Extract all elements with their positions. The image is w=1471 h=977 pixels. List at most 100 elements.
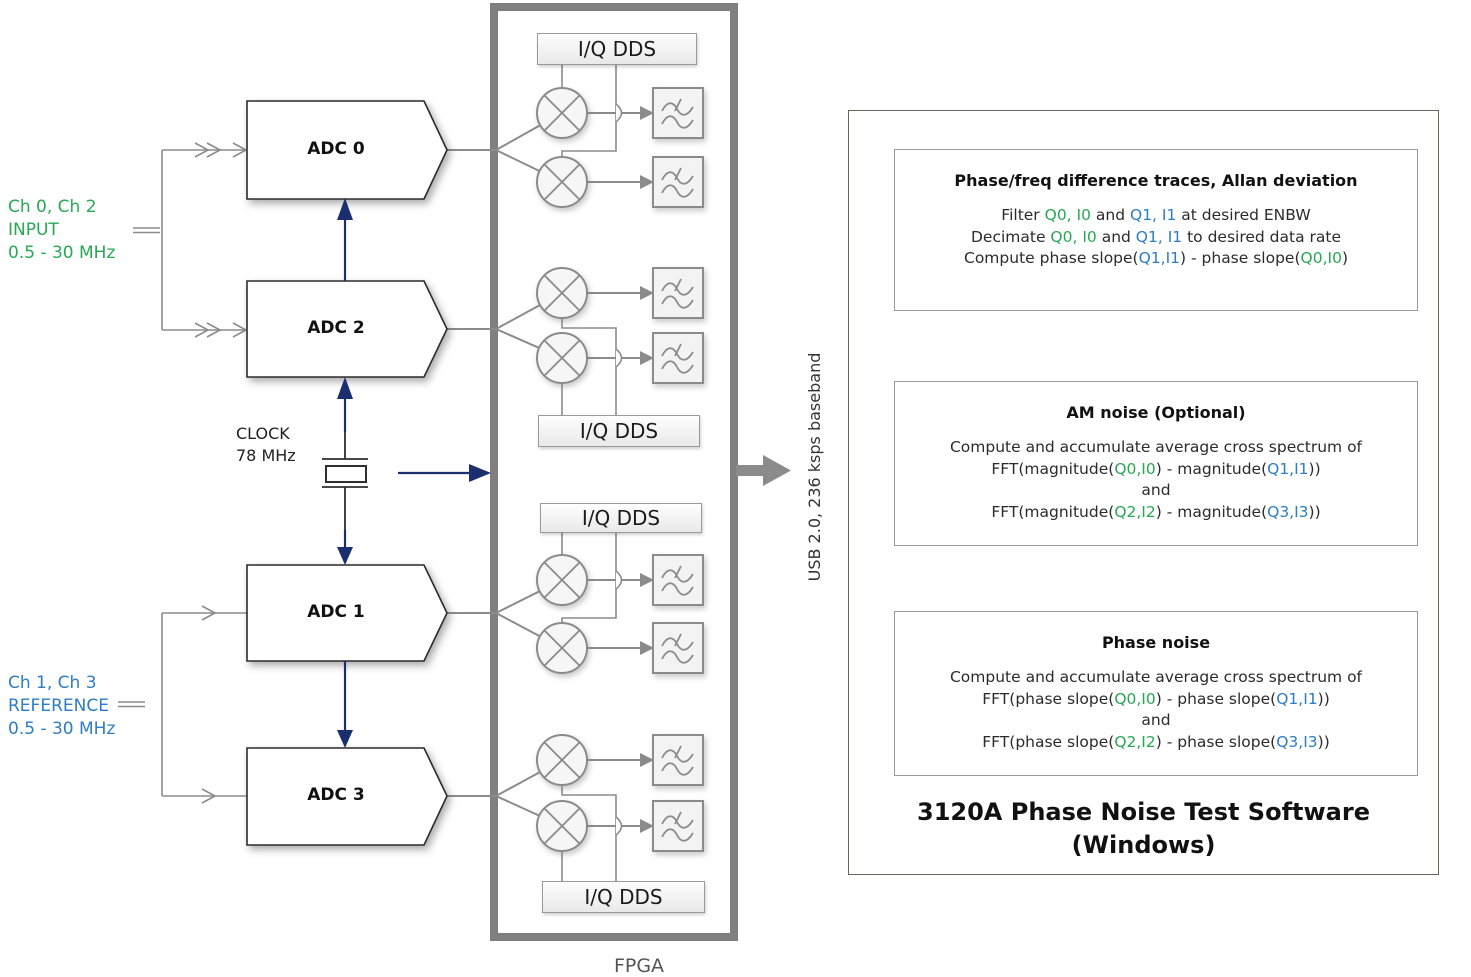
- software-title: 3120A Phase Noise Test Software (Windows…: [849, 796, 1438, 862]
- input-channels-line: Ch 0, Ch 2: [8, 197, 97, 217]
- text-segment: FFT(phase slope(: [982, 732, 1115, 751]
- mixer-icon: [536, 800, 588, 852]
- text-segment: ) - phase slope(: [1180, 249, 1301, 267]
- adc3-shape: [246, 747, 448, 846]
- text-segment: and: [1090, 206, 1130, 224]
- text-segment: Compute phase slope(: [964, 249, 1139, 267]
- arrow-up-icon: [337, 377, 353, 399]
- text-segment: ) - magnitude(: [1155, 502, 1268, 521]
- text-segment: Q3,I3: [1276, 732, 1318, 751]
- processing-line: FFT(phase slope(Q2,I2) - phase slope(Q3,…: [895, 732, 1417, 754]
- processing-line: Compute and accumulate average cross spe…: [895, 437, 1417, 459]
- text-segment: Q1, I1: [1135, 227, 1183, 246]
- reference-label-line: REFERENCE: [8, 696, 109, 716]
- mixer-input-wires: [495, 112, 563, 827]
- adc0-shape: [246, 100, 448, 200]
- clock-distribution: [322, 198, 491, 748]
- usb-arrow-icon: [736, 455, 791, 486]
- allan-deviation-body: Filter Q0, I0 and Q1, I1 at desired ENBW…: [895, 205, 1417, 270]
- text-segment: Compute and accumulate average cross spe…: [949, 438, 1363, 456]
- filter-input-arrowheads: [640, 106, 654, 833]
- reference-channels-label: Ch 1, Ch 3 REFERENCE 0.5 - 30 MHz: [8, 672, 115, 741]
- iq-dds-box: I/Q DDS: [537, 33, 697, 65]
- iq-dds-box: I/Q DDS: [540, 503, 702, 533]
- text-segment: ): [1341, 249, 1348, 267]
- lowpass-filter-icon: [652, 622, 704, 674]
- adc2-shape: [246, 280, 448, 378]
- text-segment: Q3,I3: [1267, 502, 1309, 521]
- iq-dds-box: I/Q DDS: [538, 415, 700, 447]
- mixer-icon: [536, 87, 588, 139]
- input-wire: [161, 149, 247, 331]
- input-wiring: [133, 142, 248, 338]
- lowpass-filter-icon: [652, 800, 704, 852]
- processing-line: and: [895, 480, 1417, 502]
- text-segment: and: [1141, 481, 1171, 499]
- text-segment: Q0, I0: [1050, 227, 1097, 246]
- text-segment: Compute and accumulate average cross spe…: [949, 668, 1363, 686]
- text-segment: FFT(phase slope(: [982, 689, 1115, 708]
- phase-noise-box: Phase noise Compute and accumulate avera…: [894, 611, 1418, 776]
- adc1-label: ADC 1: [307, 602, 365, 622]
- software-panel: Phase/freq difference traces, Allan devi…: [848, 110, 1439, 875]
- text-segment: Q1, I1: [1130, 206, 1177, 224]
- arrow-down-icon: [337, 730, 353, 748]
- text-segment: ) - magnitude(: [1155, 459, 1268, 478]
- am-noise-title: AM noise (Optional): [1066, 403, 1246, 422]
- adc3-label: ADC 3: [307, 785, 365, 805]
- fpga-box: [490, 3, 738, 941]
- text-segment: FFT(magnitude(: [991, 502, 1115, 521]
- mixer-icon: [536, 554, 588, 606]
- software-title-line2: (Windows): [1071, 831, 1216, 859]
- mixer-icon: [536, 267, 588, 319]
- processing-line: FFT(magnitude(Q2,I2) - magnitude(Q3,I3)): [895, 502, 1417, 524]
- text-segment: Decimate: [970, 227, 1051, 246]
- wire-hop-icon: [615, 570, 623, 590]
- dds4-wires: [561, 785, 617, 881]
- phase-noise-body: Compute and accumulate average cross spe…: [895, 667, 1417, 753]
- iq-dds-box: I/Q DDS: [542, 881, 705, 913]
- lowpass-filter-icon: [652, 734, 704, 786]
- reference-connector-icon: [118, 701, 145, 708]
- reference-wire: [161, 612, 247, 797]
- text-segment: Q0,I0: [1300, 249, 1342, 267]
- clock-name: CLOCK: [236, 424, 290, 443]
- am-noise-body: Compute and accumulate average cross spe…: [895, 437, 1417, 523]
- dds2-wires: [561, 318, 617, 415]
- mixer-icon: [536, 332, 588, 384]
- fpga-label: FPGA: [613, 955, 665, 977]
- text-segment: Filter: [1001, 206, 1045, 224]
- chevron-arrow-icon: [201, 605, 217, 804]
- text-segment: ) - phase slope(: [1155, 689, 1277, 708]
- reference-channels-line: Ch 1, Ch 3: [8, 673, 97, 693]
- chevron-arrows-icon: [194, 322, 248, 338]
- mixer-icon: [536, 622, 588, 674]
- adc-output-wires: [447, 149, 496, 797]
- fpga-internal-wiring: [495, 65, 654, 881]
- input-channels-label: Ch 0, Ch 2 INPUT 0.5 - 30 MHz: [8, 196, 115, 265]
- phase-noise-title: Phase noise: [1101, 633, 1211, 652]
- text-segment: Q0, I0: [1044, 206, 1091, 224]
- lowpass-filter-icon: [652, 554, 704, 606]
- wire-hop-icon: [615, 816, 623, 836]
- adc-blocks: [246, 100, 448, 846]
- text-segment: )): [1308, 459, 1321, 478]
- adc0-label: ADC 0: [307, 139, 365, 159]
- arrow-down-icon: [337, 547, 353, 565]
- text-segment: )): [1317, 732, 1330, 751]
- adc2-label: ADC 2: [307, 318, 365, 338]
- text-segment: Q1,I1: [1267, 459, 1309, 478]
- lowpass-filter-icon: [652, 87, 704, 139]
- usb-baseband-label: USB 2.0, 236 ksps baseband: [805, 352, 824, 582]
- processing-line: Filter Q0, I0 and Q1, I1 at desired ENBW: [895, 205, 1417, 227]
- processing-line: FFT(phase slope(Q0,I0) - phase slope(Q1,…: [895, 689, 1417, 711]
- input-connector-icon: [133, 227, 160, 234]
- input-label-line: INPUT: [8, 220, 59, 240]
- text-segment: at desired ENBW: [1176, 206, 1311, 224]
- text-segment: FFT(magnitude(: [991, 459, 1115, 478]
- adc1-shape: [246, 564, 448, 662]
- mixer-output-wires: [587, 112, 642, 827]
- crystal-oscillator-icon: [322, 458, 368, 488]
- input-range-line: 0.5 - 30 MHz: [8, 243, 116, 263]
